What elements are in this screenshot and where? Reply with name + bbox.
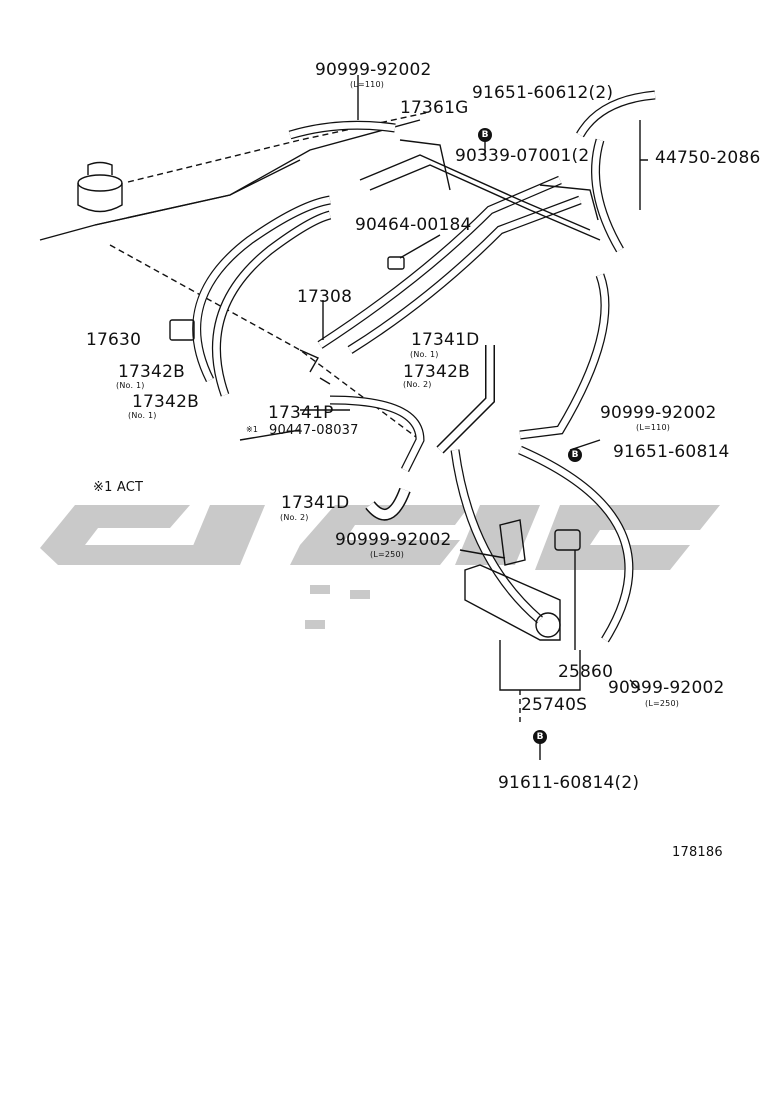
label-length-l110: (L=110) bbox=[636, 423, 671, 432]
label-25860: 25860 bbox=[558, 662, 614, 682]
label-17342b-no2: 17342B bbox=[403, 362, 470, 382]
label-17308: 17308 bbox=[297, 287, 353, 307]
label-17341d-no1: 17341D bbox=[411, 330, 480, 350]
b-badge-3: B bbox=[533, 730, 547, 744]
label-25740s: 25740S bbox=[521, 695, 588, 715]
label-90999-92002-l250-a: 90999-92002 bbox=[335, 530, 452, 550]
b-badge-2: B bbox=[568, 448, 582, 462]
label-17630: 17630 bbox=[86, 330, 142, 350]
label-90339-07001: 90339-07001(2 bbox=[455, 146, 590, 166]
diagram-id: 178186 bbox=[672, 845, 723, 860]
label-17342b-a-sub: (No. 1) bbox=[116, 381, 145, 390]
mark-act-1: ※1 bbox=[246, 425, 259, 434]
label-length-l250-b: (L=250) bbox=[645, 699, 680, 708]
label-91611-60814: 91611-60814(2) bbox=[498, 773, 640, 793]
label-90464-00184: 90464-00184 bbox=[355, 215, 472, 235]
label-90447-08037: 90447-08037 bbox=[269, 423, 359, 438]
label-90999-92002-l110: 90999-92002 bbox=[600, 403, 717, 423]
label-17341d-no2-sub: (No. 2) bbox=[280, 513, 309, 522]
label-17341d-no1-sub: (No. 1) bbox=[410, 350, 439, 359]
label-17341d-no2: 17341D bbox=[281, 493, 350, 513]
label-17342b-b: 17342B bbox=[132, 392, 199, 412]
label-17342b-no2-sub: (No. 2) bbox=[403, 380, 432, 389]
label-17361g: 17361G bbox=[400, 98, 469, 118]
b-badge-1: B bbox=[478, 128, 492, 142]
label-44750-2086: 44750-2086 bbox=[655, 148, 760, 168]
note-act: ※1 ACT bbox=[93, 480, 144, 495]
label-17342b-b-sub: (No. 1) bbox=[128, 411, 157, 420]
label-91651-60814: 91651-60814 bbox=[613, 442, 730, 462]
label-90999-92002-top: 90999-92002 bbox=[315, 60, 432, 80]
label-length-l250-a: (L=250) bbox=[370, 550, 405, 559]
label-90999-92002-l250-b: 90999-92002 bbox=[608, 678, 725, 698]
label-17342b-a: 17342B bbox=[118, 362, 185, 382]
label-17341p: 17341P bbox=[268, 403, 334, 423]
label-length-top: (L=110) bbox=[350, 80, 385, 89]
label-91651-60612: 91651-60612(2) bbox=[472, 83, 614, 103]
